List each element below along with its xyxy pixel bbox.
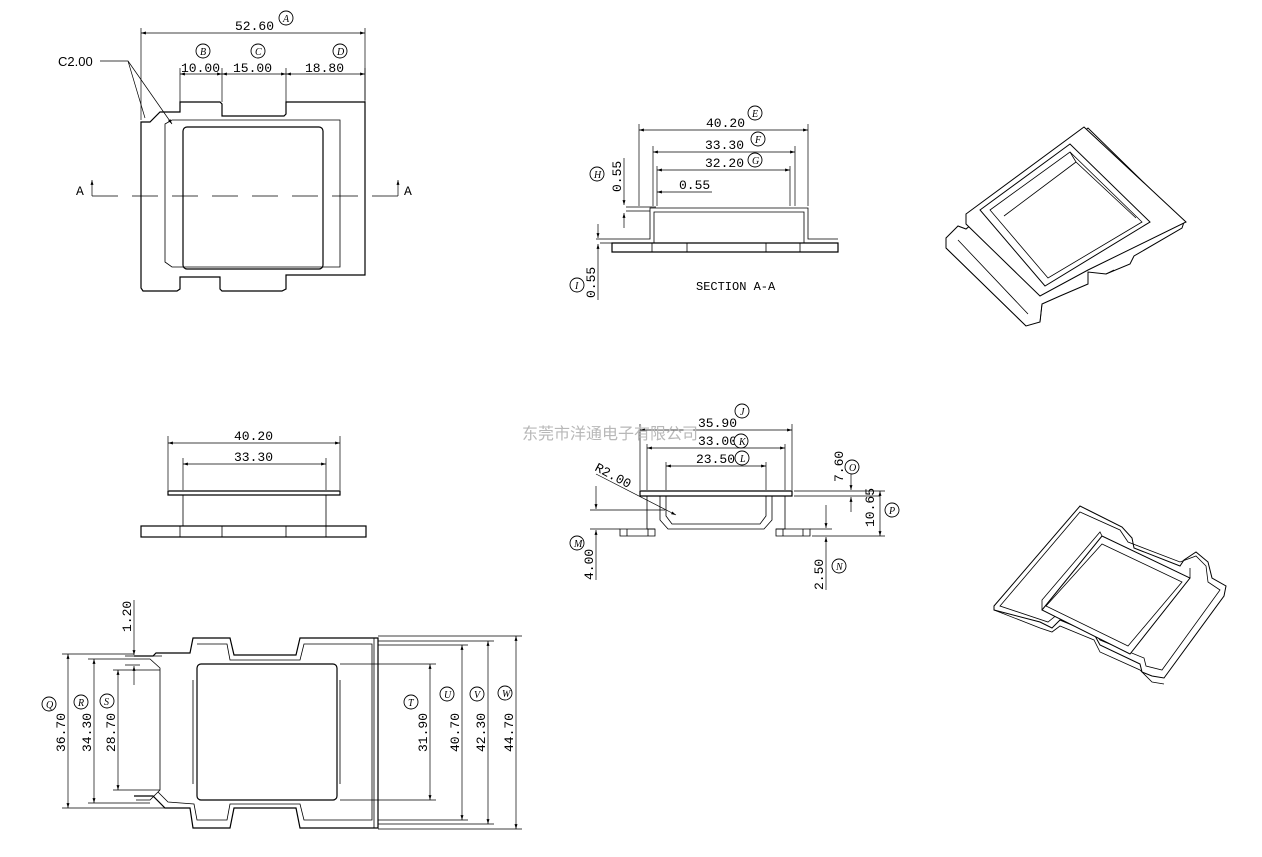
tag-o: O bbox=[849, 463, 856, 474]
watermark: 东莞市洋通电子有限公司 bbox=[522, 424, 698, 443]
chamfer-label: C2.00 bbox=[58, 54, 93, 69]
tag-n: N bbox=[835, 562, 844, 573]
top-view-flange bbox=[164, 119, 341, 268]
section-title: SECTION A-A bbox=[696, 280, 776, 294]
dim-s-label: 28.70 bbox=[104, 713, 119, 752]
section-mark-right: A bbox=[404, 184, 412, 199]
top-view: A A 52.60 A 10.00 15.00 18.80 B C D C2.0… bbox=[58, 10, 412, 292]
tag-g: G bbox=[752, 156, 759, 167]
front-dim-outer: 40.20 bbox=[234, 429, 273, 444]
tag-d: D bbox=[336, 47, 345, 58]
tag-p: P bbox=[888, 506, 895, 517]
dim-i-label: 0.55 bbox=[584, 267, 599, 298]
tag-t: T bbox=[408, 698, 415, 709]
tag-e: E bbox=[751, 109, 758, 120]
bottom-view-window bbox=[196, 663, 338, 801]
dim-top-label: 1.20 bbox=[120, 601, 135, 632]
bottom-view: 36.70 Q 34.30 R 28.70 S 1.20 31.90 T 40.… bbox=[41, 600, 522, 830]
dim-inner-label: 0.55 bbox=[679, 178, 710, 193]
tag-m: M bbox=[573, 539, 583, 550]
dim-u-label: 40.70 bbox=[448, 713, 463, 752]
front-view-base bbox=[140, 525, 367, 538]
iso-view-bottom bbox=[993, 505, 1227, 685]
dim-g-label: 32.20 bbox=[705, 156, 744, 171]
dim-m-label: 4.00 bbox=[582, 549, 597, 580]
dim-b-label: 10.00 bbox=[181, 61, 220, 76]
tag-f: F bbox=[754, 135, 762, 146]
dim-n-label: 2.50 bbox=[812, 559, 827, 590]
dim-p-label: 10.65 bbox=[863, 488, 878, 527]
tag-b: B bbox=[200, 47, 206, 58]
front-dim-inner: 33.30 bbox=[234, 450, 273, 465]
dim-q-label: 36.70 bbox=[54, 713, 69, 752]
dim-o-label: 7.60 bbox=[832, 451, 847, 482]
tag-c: C bbox=[255, 47, 262, 58]
dim-w-label: 44.70 bbox=[502, 713, 517, 752]
tag-a: A bbox=[282, 14, 290, 25]
bottom-view-outline bbox=[134, 637, 379, 829]
tag-r: R bbox=[77, 698, 84, 709]
dim-f-label: 33.30 bbox=[705, 138, 744, 153]
tag-h: H bbox=[593, 170, 602, 181]
dim-d-label: 18.80 bbox=[305, 61, 344, 76]
tag-q: Q bbox=[46, 700, 54, 711]
dim-t-label: 31.90 bbox=[416, 713, 431, 752]
dim-a-label: 52.60 bbox=[235, 19, 274, 34]
dim-v-label: 42.30 bbox=[474, 713, 489, 752]
tag-w: W bbox=[502, 689, 512, 700]
dim-e-label: 40.20 bbox=[706, 116, 745, 131]
section-view: 40.20 E 33.30 F 32.20 G 0.55 0.55 H 0.55… bbox=[569, 105, 839, 300]
tag-i: I bbox=[574, 281, 579, 292]
iso-view-top bbox=[945, 126, 1187, 327]
tag-v: V bbox=[474, 690, 482, 701]
tag-u: U bbox=[444, 690, 452, 701]
side-view: 35.90 J 33.00 K 23.50 L R2.00 7.60 O 10.… bbox=[569, 403, 900, 590]
front-view: 40.20 33.30 bbox=[140, 429, 367, 538]
tag-k: K bbox=[738, 437, 747, 448]
dim-c-label: 15.00 bbox=[233, 61, 272, 76]
tag-l: L bbox=[739, 454, 746, 465]
section-mark-left: A bbox=[76, 184, 84, 199]
top-view-outline bbox=[140, 101, 366, 292]
dim-l-label: 23.50 bbox=[696, 452, 735, 467]
dim-k-label: 33.00 bbox=[698, 434, 737, 449]
tag-s: S bbox=[104, 697, 109, 708]
tag-j: J bbox=[740, 407, 745, 418]
top-view-window bbox=[182, 126, 324, 270]
section-profile bbox=[611, 242, 839, 253]
dim-j-label: 35.90 bbox=[698, 416, 737, 431]
dim-h-label: 0.55 bbox=[610, 161, 625, 192]
dim-r-label: 34.30 bbox=[80, 713, 95, 752]
radius-label: R2.00 bbox=[592, 460, 633, 492]
